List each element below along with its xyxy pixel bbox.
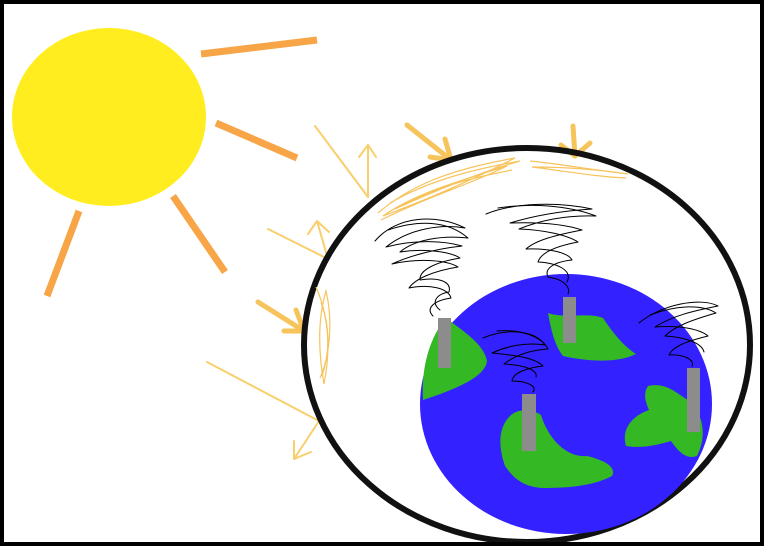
smokestack — [438, 318, 451, 368]
drawing-canvas — [4, 4, 760, 542]
greenhouse-effect-diagram — [4, 4, 760, 542]
smokestack — [687, 368, 700, 432]
sun — [12, 28, 206, 206]
smokestack — [522, 394, 536, 451]
smokestack — [563, 297, 576, 343]
